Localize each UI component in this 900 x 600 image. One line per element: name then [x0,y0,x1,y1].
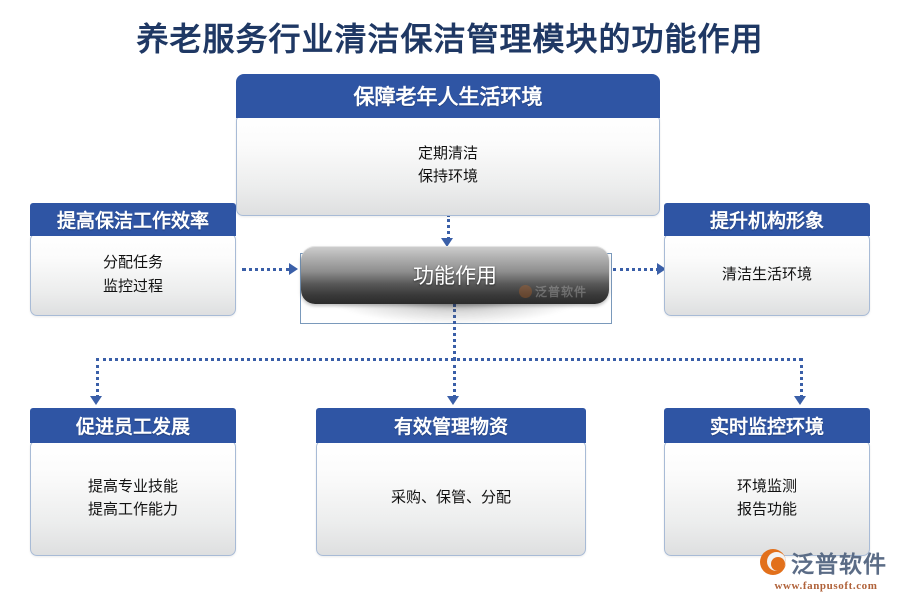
card-body: 环境监测 报告功能 [664,440,870,556]
arrow-down-icon [90,396,102,405]
card-body-line: 提高专业技能 [87,477,178,495]
connector-horizontal-bus [96,358,802,361]
card-body: 定期清洁 保持环境 [236,114,660,216]
card-body-line: 定期清洁 [417,144,478,162]
card-bottom-left[interactable]: 促进员工发展 提高专业技能 提高工作能力 [30,408,236,556]
arrow-right-icon [657,263,666,275]
hub-label: 功能作用 [413,265,497,288]
card-header: 提升机构形象 [664,203,870,236]
card-header: 促进员工发展 [30,408,236,443]
card-header: 有效管理物资 [316,408,586,443]
card-body-line: 采购、保管、分配 [390,489,511,507]
card-body-line: 监控过程 [102,277,163,295]
card-header: 保障老年人生活环境 [236,74,660,118]
card-body-line: 提高工作能力 [87,501,178,518]
card-body: 提高专业技能 提高工作能力 [30,440,236,556]
card-header: 提高保洁工作效率 [30,203,236,236]
card-body-line: 环境监测 [736,477,797,495]
card-bottom-right[interactable]: 实时监控环境 环境监测 报告功能 [664,408,870,556]
connector-hub-to-bus [453,304,456,360]
card-body-line: 报告功能 [736,501,797,518]
card-body: 采购、保管、分配 [316,440,586,556]
card-body: 分配任务 监控过程 [30,233,236,316]
card-bottom-center[interactable]: 有效管理物资 采购、保管、分配 [316,408,586,556]
fanpu-logo-icon [760,549,786,575]
arrow-down-icon [447,396,459,405]
arrow-right-icon [289,263,298,275]
page-title: 养老服务行业清洁保洁管理模块的功能作用 [136,21,764,57]
card-right[interactable]: 提升机构形象 清洁生活环境 [664,203,870,316]
card-body-line: 分配任务 [102,254,163,272]
card-body-line: 保持环境 [417,168,478,185]
brand-name: 泛普软件 [791,551,887,577]
connector-bus-to-bottom-left [96,358,99,398]
connector-top-to-hub [447,214,450,240]
card-header: 实时监控环境 [664,408,870,443]
brand-url: www.fanpusoft.com [774,580,878,592]
connector-bus-to-bottom-right [800,358,803,398]
watermark-logo-icon [518,285,532,298]
hub-node-core-function[interactable]: 功能作用 泛普软件 [301,246,609,304]
brand-row: 泛普软件 [760,545,892,579]
connector-left-to-hub [242,268,290,271]
hub-watermark: 泛普软件 [518,283,587,300]
card-body-line: 清洁生活环境 [721,265,812,283]
brand-logo: 泛普软件 www.fanpusoft.com [760,545,892,592]
watermark-text: 泛普软件 [534,285,587,299]
connector-bus-to-bottom-center [453,358,456,398]
card-top-center[interactable]: 保障老年人生活环境 定期清洁 保持环境 [236,74,660,216]
arrow-down-icon [441,238,453,247]
connector-hub-to-right [613,268,659,271]
card-left[interactable]: 提高保洁工作效率 分配任务 监控过程 [30,203,236,316]
arrow-down-icon [794,396,806,405]
card-body: 清洁生活环境 [664,233,870,316]
